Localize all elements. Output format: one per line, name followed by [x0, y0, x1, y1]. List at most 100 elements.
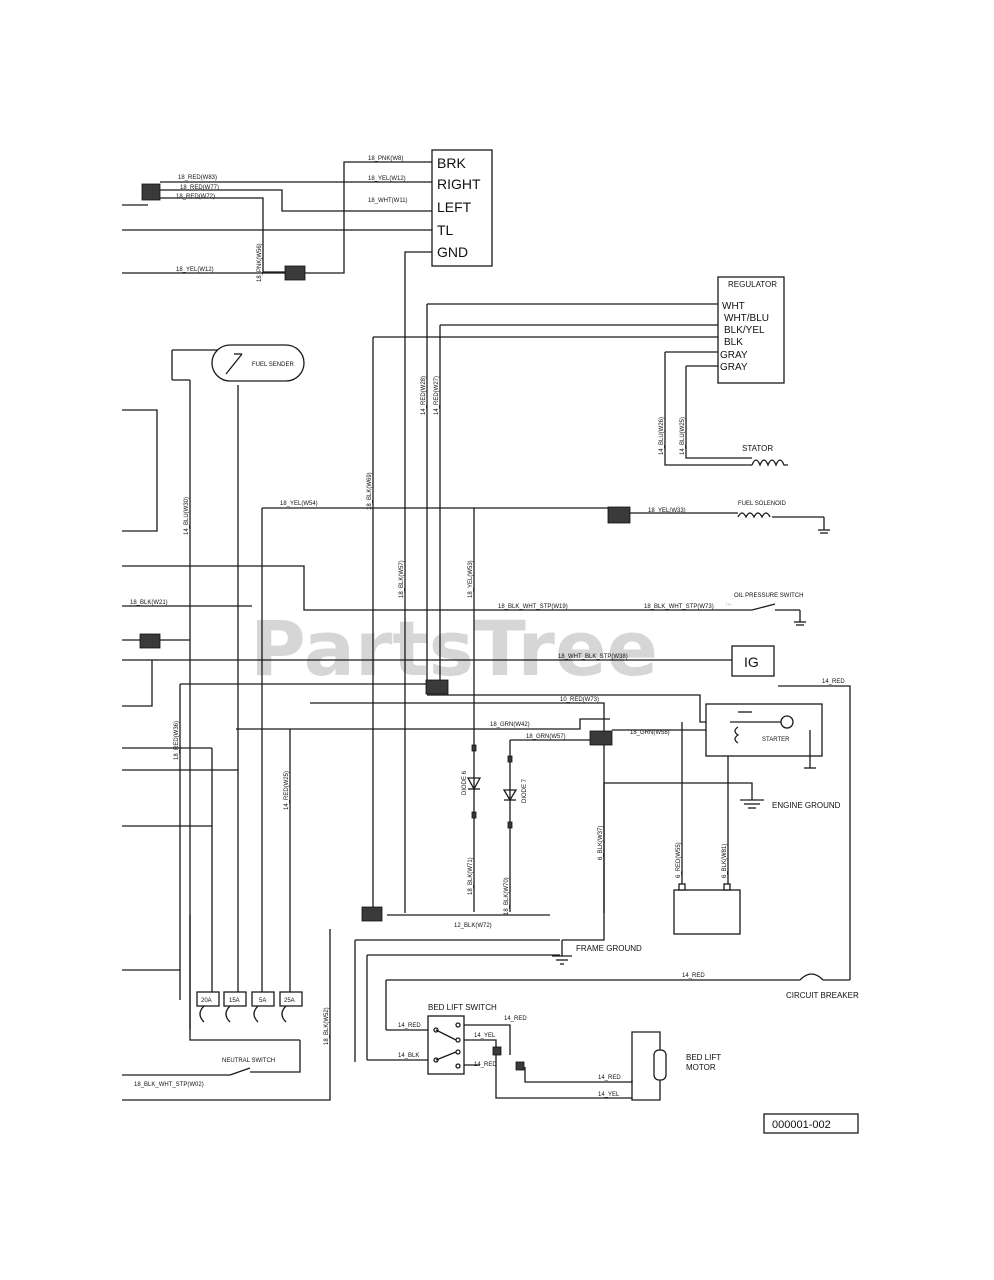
- label-wht-w11: 18_WHT(W11): [368, 198, 408, 204]
- label-blk-w21: 18_BLK(W21): [130, 600, 168, 606]
- label-yel-w54: 18_YEL(W54): [280, 501, 318, 507]
- label-blk-wht-stp-w73: 18_BLK_WHT_STP(W73): [644, 604, 714, 610]
- neutral-switch: NEUTRAL SWITCH: [222, 1058, 275, 1076]
- starter-label: STARTER: [762, 737, 790, 743]
- label-blu-w25: 14_BLU(W25): [680, 417, 686, 455]
- label-yel-w33: 18_YEL(W33): [648, 508, 686, 514]
- reg-pin-gray-1: GRAY: [720, 350, 748, 361]
- label-bl-red-2: 14_RED: [504, 1016, 527, 1022]
- label-yel-w12-top: 18_YEL(W12): [368, 176, 406, 182]
- label-red-w73: 10_RED(W73): [560, 697, 599, 703]
- label-yel-w53: 18_YEL(W53): [468, 560, 474, 598]
- frame-ground: FRAME GROUND: [552, 940, 642, 965]
- reg-pin-blk: BLK: [724, 337, 743, 348]
- reg-pin-wht-blu: WHT/BLU: [724, 313, 769, 324]
- neutral-switch-label: NEUTRAL SWITCH: [222, 1058, 275, 1064]
- label-bl-yel-2: 14_YEL: [598, 1092, 620, 1098]
- label-blk-wht-stp-w02: 18_BLK_WHT_STP(W02): [134, 1082, 204, 1088]
- label-blk-w70: 18_BLK(W70): [504, 877, 510, 915]
- label-cb-red: 14_RED: [682, 973, 705, 979]
- label-bl-red-3: 14_RED: [474, 1062, 497, 1068]
- watermark-trademark: ™: [724, 603, 733, 613]
- label-red-w72: 18_RED(W72): [176, 194, 215, 200]
- label-red-w25: 14_RED(W25): [284, 771, 290, 810]
- fuel-sender-label: FUEL SENDER: [252, 362, 294, 368]
- label-yel-w12-bottom: 18_YEL(W12): [176, 267, 214, 273]
- fuel-sender: FUEL SENDER: [211, 344, 305, 382]
- label-blk-w81: 6_BLK(W81): [722, 844, 728, 878]
- diode-7: DIODE 7: [502, 755, 528, 829]
- regulator-title: REGULATOR: [728, 280, 777, 289]
- label-grn-w57: 18_GRN(W57): [526, 734, 566, 740]
- pin-tl: TL: [437, 222, 454, 238]
- fuse-20a: 20A: [201, 998, 212, 1004]
- label-red-w83: 18_RED(W83): [178, 175, 217, 181]
- label-blk-w71: 18_BLK(W71): [468, 857, 474, 895]
- oil-pressure-switch: OIL PRESSURE SWITCH: [734, 593, 806, 626]
- wire-labels: 18_RED(W83) 18_RED(W77) 18_RED(W72) 18_P…: [130, 156, 845, 1098]
- light-switch: BRK RIGHT LEFT TL GND: [431, 149, 493, 267]
- reg-pin-gray-2: GRAY: [720, 362, 748, 373]
- bed-lift-motor-label-2: MOTOR: [686, 1063, 716, 1072]
- label-grn-w58: 18_GRN(W58): [630, 730, 670, 736]
- label-wht-blk-stp-w38: 18_WHT_BLK_STP(W38): [558, 654, 628, 660]
- engine-ground-label: ENGINE GROUND: [772, 801, 841, 810]
- label-grn-w42: 18_GRN(W42): [490, 722, 530, 728]
- label-blk-w57: 18_BLK(W57): [399, 560, 405, 598]
- bed-lift-switch-label: BED LIFT SWITCH: [428, 1003, 497, 1012]
- pin-gnd: GND: [437, 244, 468, 260]
- label-red-w77: 18_RED(W77): [180, 185, 219, 191]
- bed-lift-motor: BED LIFT MOTOR: [653, 1049, 721, 1081]
- fuel-solenoid-label: FUEL SOLENOID: [738, 501, 786, 507]
- starter: STARTER: [705, 703, 823, 769]
- label-pnk-w8: 18_PNK(W8): [368, 156, 403, 162]
- label-blu-w30: 14_BLU(W30): [184, 497, 190, 535]
- fuse-5a: 5A: [259, 998, 266, 1004]
- stator-label: STATOR: [742, 444, 773, 453]
- oil-pressure-label: OIL PRESSURE SWITCH: [734, 593, 803, 599]
- fuel-solenoid: FUEL SOLENOID: [737, 501, 830, 534]
- fuse-15a: 15A: [229, 998, 240, 1004]
- frame-ground-label: FRAME GROUND: [576, 944, 642, 953]
- label-red-14: 14_RED: [822, 679, 845, 685]
- reg-pin-wht: WHT: [722, 301, 745, 312]
- connectors: [139, 183, 631, 1071]
- label-bl-yel-1: 14_YEL: [474, 1033, 496, 1039]
- label-red-w28: 14_RED(W28): [421, 376, 427, 415]
- label-bl-blk: 14_BLK: [398, 1053, 419, 1059]
- bed-lift-switch: BED LIFT SWITCH: [427, 1003, 497, 1075]
- diode-6: DIODE 6: [462, 744, 482, 912]
- label-pnk-w56: 18_PNK(W56): [257, 243, 263, 282]
- part-number-box: 000001-002: [763, 1113, 859, 1134]
- regulator: REGULATOR WHT WHT/BLU BLK/YEL BLK GRAY G…: [717, 276, 785, 384]
- engine-ground: ENGINE GROUND: [740, 799, 841, 810]
- label-blk-w72: 12_BLK(W72): [454, 923, 492, 929]
- pin-right: RIGHT: [437, 176, 481, 192]
- watermark: PartsTree: [250, 604, 658, 693]
- label-bl-red-4: 14_RED: [598, 1075, 621, 1081]
- label-red-w36: 18_RED(W36): [174, 721, 180, 760]
- reg-pin-blk-yel: BLK/YEL: [724, 325, 765, 336]
- ignition-module: IG: [731, 645, 775, 677]
- circuit-breaker-label: CIRCUIT BREAKER: [786, 991, 859, 1000]
- circuit-breaker: CIRCUIT BREAKER: [786, 973, 859, 1000]
- stator: STATOR: [742, 444, 788, 467]
- ignition-label: IG: [744, 654, 759, 670]
- label-red-w27: 14_RED(W27): [434, 376, 440, 415]
- fuse-25a: 25A: [284, 998, 295, 1004]
- label-bl-red-1: 14_RED: [398, 1023, 421, 1029]
- pin-brk: BRK: [437, 155, 466, 171]
- bed-lift-motor-label-1: BED LIFT: [686, 1053, 721, 1062]
- pin-left: LEFT: [437, 199, 472, 215]
- label-red-w55: 6_RED(W55): [676, 842, 682, 878]
- part-number: 000001-002: [772, 1119, 831, 1131]
- diode-7-label: DIODE 7: [522, 778, 528, 803]
- label-blu-w26: 14_BLU(W26): [659, 417, 665, 455]
- label-blk-wht-stp-w19: 18_BLK_WHT_STP(W19): [498, 604, 568, 610]
- battery: [673, 883, 741, 935]
- diode-6-label: DIODE 6: [462, 770, 468, 795]
- label-blk-w37: 6_BLK(W37): [598, 826, 604, 860]
- label-blk-w69: 18_BLK(W69): [367, 472, 373, 510]
- fuse-block: 20A 15A 5A 25A: [196, 991, 303, 1023]
